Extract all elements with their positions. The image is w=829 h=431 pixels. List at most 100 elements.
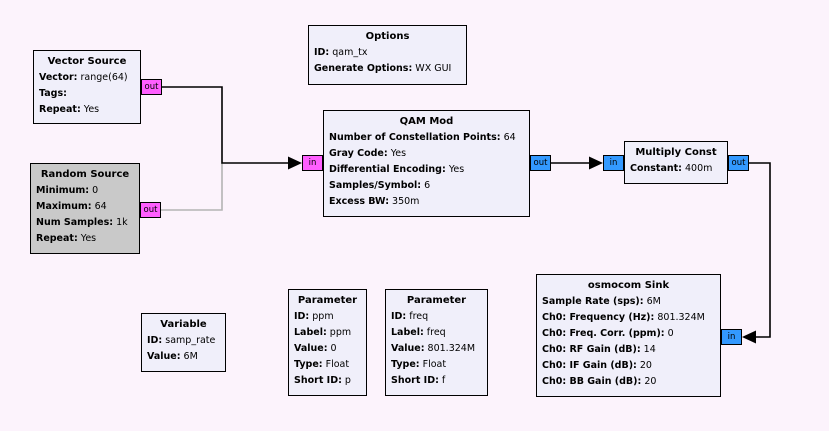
block-variable[interactable]: Variable ID: samp_rate Value: 6M bbox=[141, 313, 226, 372]
port-in-qam-mod[interactable]: in bbox=[302, 155, 323, 171]
param-label: Minimum: bbox=[36, 185, 90, 196]
wire-arrowhead-icon bbox=[288, 156, 302, 170]
param-value: 64 bbox=[503, 132, 516, 143]
param-line: Samples/Symbol: 6 bbox=[329, 178, 524, 194]
port-in-multiply-const[interactable]: in bbox=[603, 155, 624, 171]
param-line: Vector: range(64) bbox=[39, 70, 135, 86]
param-label: Tags: bbox=[39, 88, 67, 99]
param-value: 0 bbox=[92, 185, 99, 196]
param-label: Number of Constellation Points: bbox=[329, 132, 501, 143]
param-label: ID: bbox=[147, 335, 163, 346]
block-osmocom-sink[interactable]: osmocom Sink Sample Rate (sps): 6M Ch0: … bbox=[536, 274, 721, 397]
param-value: Yes bbox=[448, 164, 465, 175]
param-value: samp_rate bbox=[165, 335, 216, 346]
param-value: p bbox=[344, 375, 351, 386]
param-line: Ch0: Freq. Corr. (ppm): 0 bbox=[542, 326, 715, 342]
param-value: Float bbox=[325, 359, 350, 370]
param-line: Excess BW: 350m bbox=[329, 194, 524, 210]
port-out-qam-mod[interactable]: out bbox=[530, 155, 551, 171]
block-title: Vector Source bbox=[47, 56, 127, 67]
port-out-multiply-const[interactable]: out bbox=[728, 155, 749, 171]
param-label: Ch0: Frequency (Hz): bbox=[542, 312, 655, 323]
param-value: ppm bbox=[329, 327, 352, 338]
param-label: Ch0: Freq. Corr. (ppm): bbox=[542, 328, 665, 339]
port-in-osmocom-sink[interactable]: in bbox=[721, 329, 742, 345]
block-options[interactable]: Options ID: qam_tx Generate Options: WX … bbox=[308, 25, 467, 85]
param-label: Short ID: bbox=[294, 375, 342, 386]
block-title: Variable bbox=[160, 319, 207, 330]
param-line: Value: 801.324M bbox=[391, 341, 482, 357]
block-parameter-ppm[interactable]: Parameter ID: ppm Label: ppm Value: 0 Ty… bbox=[288, 289, 367, 396]
block-title: Options bbox=[365, 31, 410, 42]
param-value: ppm bbox=[312, 311, 334, 322]
param-label: Generate Options: bbox=[314, 63, 413, 74]
param-line: Tags: bbox=[39, 86, 135, 102]
param-value: freq bbox=[426, 327, 446, 338]
param-label: Value: bbox=[391, 343, 425, 354]
param-label: Num Samples: bbox=[36, 217, 114, 228]
param-line: Ch0: Frequency (Hz): 801.324M bbox=[542, 310, 715, 326]
wire-vector-source-to-qam-mod[interactable] bbox=[162, 86, 302, 170]
port-out-vector-source[interactable]: out bbox=[141, 79, 162, 95]
param-label: Repeat: bbox=[36, 233, 78, 244]
param-label: Samples/Symbol: bbox=[329, 180, 422, 191]
wire-random-source-to-qam-mod-disabled[interactable] bbox=[161, 163, 223, 211]
param-label: Repeat: bbox=[39, 104, 81, 115]
param-label: Differential Encoding: bbox=[329, 164, 446, 175]
param-label: Ch0: IF Gain (dB): bbox=[542, 360, 637, 371]
param-value: Yes bbox=[83, 104, 100, 115]
param-line: Ch0: RF Gain (dB): 14 bbox=[542, 342, 715, 358]
param-value: 14 bbox=[643, 344, 656, 355]
block-title: osmocom Sink bbox=[587, 280, 670, 291]
param-label: ID: bbox=[391, 311, 407, 322]
param-value: 350m bbox=[392, 196, 420, 207]
param-label: Label: bbox=[294, 327, 327, 338]
param-label: Gray Code: bbox=[329, 148, 388, 159]
param-line: Sample Rate (sps): 6M bbox=[542, 294, 715, 310]
param-label: Excess BW: bbox=[329, 196, 390, 207]
wire-multiply-const-to-osmocom-sink[interactable] bbox=[742, 162, 771, 344]
wire-qam-mod-to-multiply-const[interactable] bbox=[551, 156, 603, 170]
param-value: Yes bbox=[80, 233, 97, 244]
param-line: Differential Encoding: Yes bbox=[329, 162, 524, 178]
param-value: 400m bbox=[685, 163, 713, 174]
param-line: Maximum: 64 bbox=[36, 199, 134, 215]
param-line: Repeat: Yes bbox=[36, 231, 134, 247]
param-value: qam_tx bbox=[332, 47, 368, 58]
param-line: Short ID: f bbox=[391, 373, 482, 389]
param-line: Gray Code: Yes bbox=[329, 146, 524, 162]
block-title: Multiply Const bbox=[635, 147, 717, 158]
block-multiply-const[interactable]: Multiply Const Constant: 400m bbox=[624, 141, 728, 184]
param-value: 0 bbox=[667, 328, 674, 339]
block-title: Parameter bbox=[406, 295, 467, 306]
block-vector-source[interactable]: Vector Source Vector: range(64) Tags: Re… bbox=[33, 50, 141, 124]
block-title: QAM Mod bbox=[399, 116, 454, 127]
param-line: Short ID: p bbox=[294, 373, 361, 389]
param-label: ID: bbox=[294, 311, 310, 322]
block-qam-mod[interactable]: QAM Mod Number of Constellation Points: … bbox=[323, 110, 530, 217]
block-title: Parameter bbox=[297, 295, 358, 306]
param-label: Sample Rate (sps): bbox=[542, 296, 644, 307]
param-value: WX GUI bbox=[415, 63, 452, 74]
param-line: Repeat: Yes bbox=[39, 102, 135, 118]
param-label: Vector: bbox=[39, 72, 78, 83]
param-label: Label: bbox=[391, 327, 424, 338]
param-value: 0 bbox=[330, 343, 337, 354]
param-value: 20 bbox=[644, 376, 657, 387]
param-value: 6M bbox=[646, 296, 661, 307]
param-line: Label: freq bbox=[391, 325, 482, 341]
param-value: 20 bbox=[639, 360, 652, 371]
block-parameter-freq[interactable]: Parameter ID: freq Label: freq Value: 80… bbox=[385, 289, 488, 396]
param-line: Ch0: IF Gain (dB): 20 bbox=[542, 358, 715, 374]
param-value: 1k bbox=[116, 217, 128, 228]
port-out-random-source[interactable]: out bbox=[140, 202, 161, 218]
param-line: ID: qam_tx bbox=[314, 45, 461, 61]
param-label: Value: bbox=[147, 351, 181, 362]
param-value: Float bbox=[422, 359, 447, 370]
param-line: ID: ppm bbox=[294, 309, 361, 325]
block-random-source[interactable]: Random Source Minimum: 0 Maximum: 64 Num… bbox=[30, 163, 140, 254]
param-value: 801.324M bbox=[657, 312, 705, 323]
block-title: Random Source bbox=[40, 169, 130, 180]
